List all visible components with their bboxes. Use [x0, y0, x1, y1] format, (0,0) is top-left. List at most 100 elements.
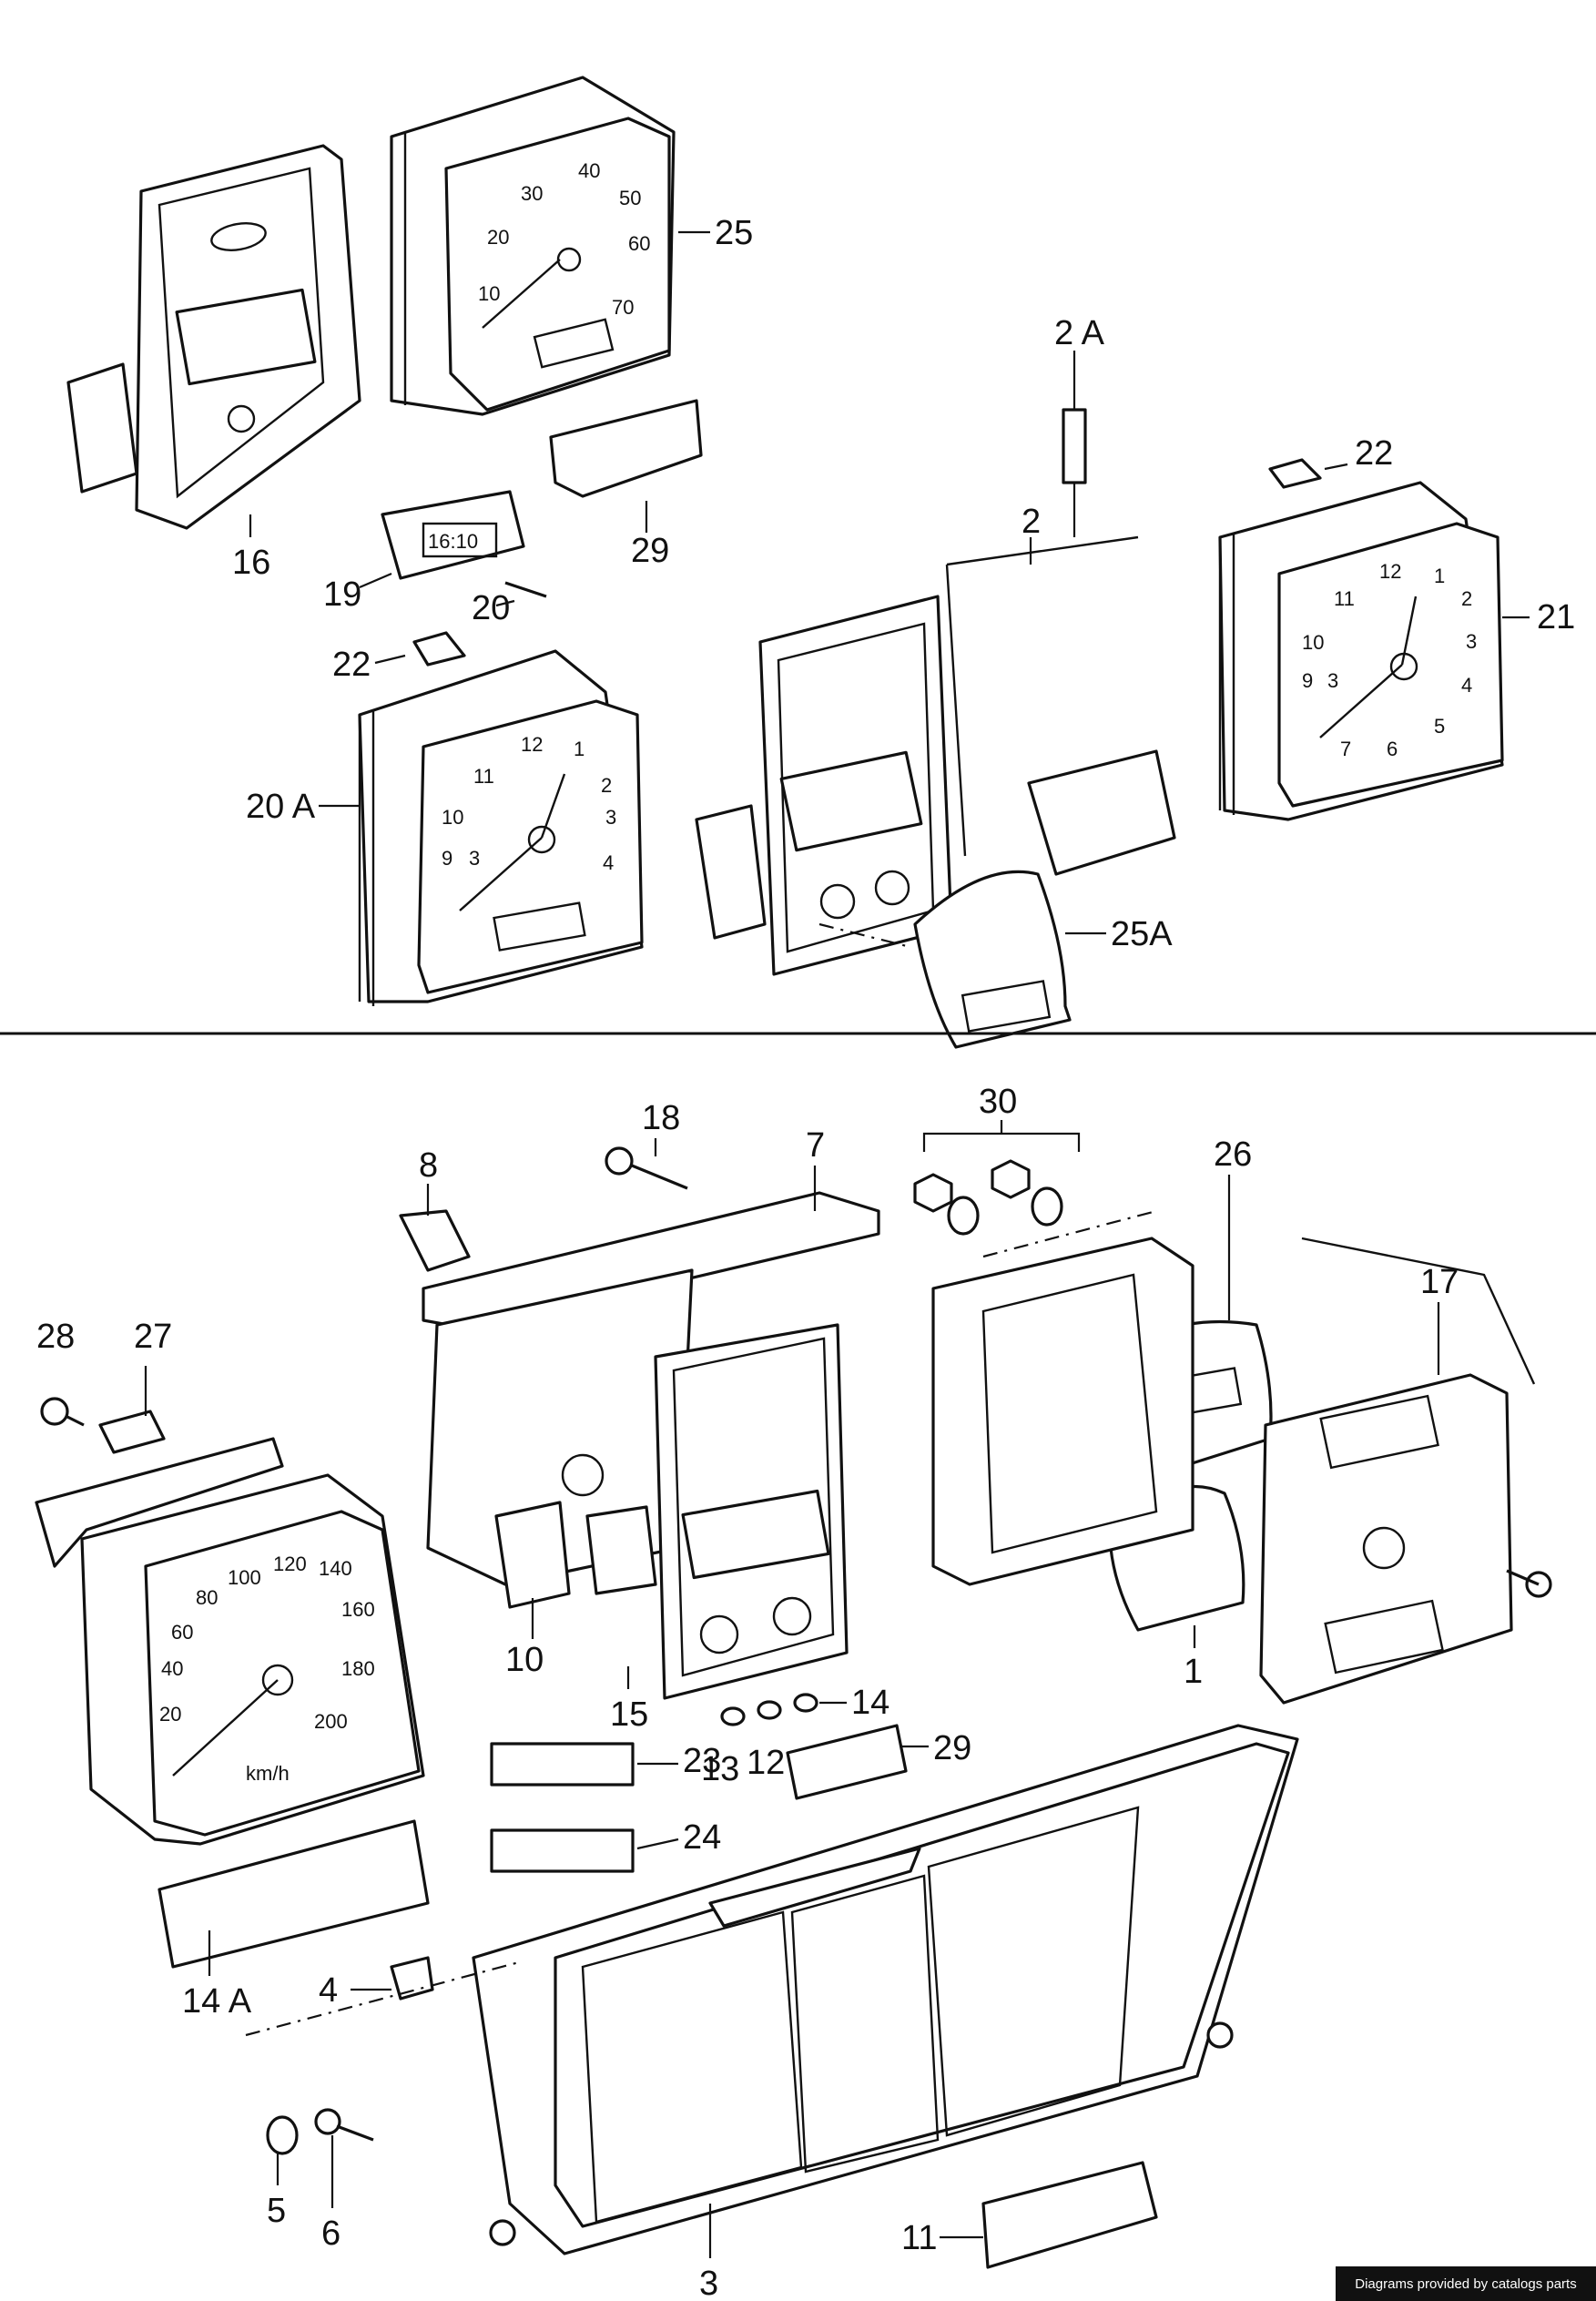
callout-4: 4 — [319, 1971, 338, 2010]
part-2-assembly-frame — [695, 535, 1176, 976]
part-4-clip — [390, 1956, 434, 2001]
dial-label: 120 — [273, 1553, 307, 1575]
callout-30: 30 — [979, 1083, 1017, 1121]
callout-29: 29 — [631, 532, 669, 570]
dial-label: 3 — [1466, 630, 1477, 653]
dial-label: 20 — [159, 1703, 181, 1726]
callout-numbers: 25 2 A 22 21 16 19 29 20 2 22 20 A 25A 1… — [36, 214, 1575, 2301]
callout-15: 15 — [610, 1695, 648, 1734]
callout-14a: 14 A — [182, 1982, 252, 2021]
callout-2a: 2 A — [1054, 314, 1105, 352]
part-6-screw — [314, 2108, 374, 2142]
dial-label: 12 — [1379, 560, 1401, 583]
part-7-bracket — [422, 1191, 880, 1586]
dial-label: 70 — [612, 296, 634, 319]
part-2a-plug — [1062, 408, 1087, 537]
dial-label: 2 — [1461, 587, 1472, 610]
part-25a-gauge — [913, 870, 1072, 1049]
callout-13: 13 — [701, 1750, 739, 1788]
part-21-analog-clock: 12 1 2 3 4 5 6 7 9 10 11 3 — [1218, 481, 1504, 821]
part-27-connector — [98, 1410, 166, 1454]
dial-label: 3 — [469, 847, 480, 870]
dial-label: 200 — [314, 1710, 348, 1733]
callout-20: 20 — [472, 589, 510, 627]
dial-label: 6 — [1387, 738, 1398, 760]
dial-label: 50 — [619, 187, 641, 209]
dial-label: 10 — [442, 806, 463, 829]
callout-12: 12 — [747, 1744, 785, 1782]
dial-label: 20 — [487, 226, 509, 249]
callout-22: 22 — [332, 646, 371, 684]
parts-bulbs — [720, 1693, 818, 1726]
callout-21: 21 — [1537, 598, 1575, 636]
callout-16: 16 — [232, 544, 270, 582]
assembly-line — [245, 1960, 520, 2037]
part-22-clip-right — [1268, 458, 1322, 489]
dial-label: 1 — [574, 738, 585, 760]
callout-19: 19 — [323, 575, 361, 614]
part-20a-analog-clock: 12 1 2 3 4 9 10 11 3 — [358, 649, 644, 1006]
part-25-speedometer: 10 20 30 40 50 60 70 — [390, 76, 676, 416]
part-15-printed-circuit — [585, 1323, 849, 1700]
dial-label: 40 — [578, 159, 600, 182]
callout-29: 29 — [933, 1729, 971, 1767]
dial-label: 3 — [1327, 669, 1338, 692]
callout-11: 11 — [901, 2219, 937, 2257]
dial-label: 2 — [601, 774, 612, 797]
rear-frame — [931, 1237, 1194, 1586]
callout-8: 8 — [419, 1146, 438, 1185]
part-24-symbol-strip — [490, 1828, 635, 1873]
dial-label: 12 — [521, 733, 543, 756]
part-28-screw — [40, 1397, 85, 1427]
watermark-text: Diagrams provided by catalogs parts — [1355, 2276, 1577, 2292]
callout-26: 26 — [1214, 1135, 1252, 1174]
dial-label: 80 — [196, 1586, 218, 1609]
dial-label: 11 — [1334, 587, 1355, 610]
assembly-line — [818, 922, 911, 949]
dial-label: 9 — [442, 847, 452, 870]
dial-label: 100 — [228, 1566, 261, 1589]
dial-label: 5 — [1434, 715, 1445, 738]
callout-17: 17 — [1420, 1263, 1459, 1301]
callout-18: 18 — [642, 1099, 680, 1137]
dial-label: 3 — [605, 806, 616, 829]
part-19-digital-clock: 16:10 — [381, 490, 525, 580]
part-22-clip — [412, 631, 466, 667]
dial-label: 10 — [1302, 631, 1324, 654]
callout-14: 14 — [851, 1684, 889, 1722]
callout-10: 10 — [505, 1641, 544, 1679]
callout-25a: 25A — [1111, 915, 1173, 953]
part-10-connector — [494, 1501, 571, 1609]
callout-27: 27 — [134, 1318, 172, 1356]
callout-5: 5 — [267, 2192, 286, 2230]
part-20-pin — [504, 581, 547, 598]
part-16-back-plate — [66, 144, 361, 530]
part-5-washer — [266, 2115, 299, 2155]
dial-label: 4 — [603, 851, 614, 874]
digital-display-text: 16:10 — [428, 530, 478, 553]
dial-label: 60 — [628, 232, 650, 255]
part-23-symbol-strip — [490, 1742, 635, 1787]
dial-label: 10 — [478, 282, 500, 305]
dial-label: 11 — [473, 765, 494, 788]
dial-label: 160 — [341, 1598, 375, 1621]
part-18-screw — [605, 1146, 688, 1190]
callout-25: 25 — [715, 214, 753, 252]
callout-2: 2 — [1022, 503, 1041, 541]
callout-6: 6 — [321, 2214, 341, 2253]
callout-28: 28 — [36, 1318, 75, 1356]
part-29-bulb-carrier — [786, 1724, 908, 1800]
callout-24: 24 — [683, 1818, 721, 1857]
part-17-rear-cover — [1259, 1237, 1552, 1705]
callout-3: 3 — [699, 2265, 718, 2301]
callout-22: 22 — [1355, 434, 1393, 473]
callout-23: 23 — [683, 1742, 721, 1780]
large-speedometer: 20 40 60 80 100 120 140 160 180 200 km/h — [35, 1437, 425, 1846]
dial-label: 40 — [161, 1657, 183, 1680]
part-29-bulb-strip — [549, 399, 703, 498]
part-11-cover — [981, 2161, 1158, 2269]
speedo-unit-label: km/h — [246, 1762, 290, 1785]
dial-label: 9 — [1302, 669, 1313, 692]
dial-label: 30 — [521, 182, 543, 205]
callout-20a: 20 A — [246, 788, 316, 826]
